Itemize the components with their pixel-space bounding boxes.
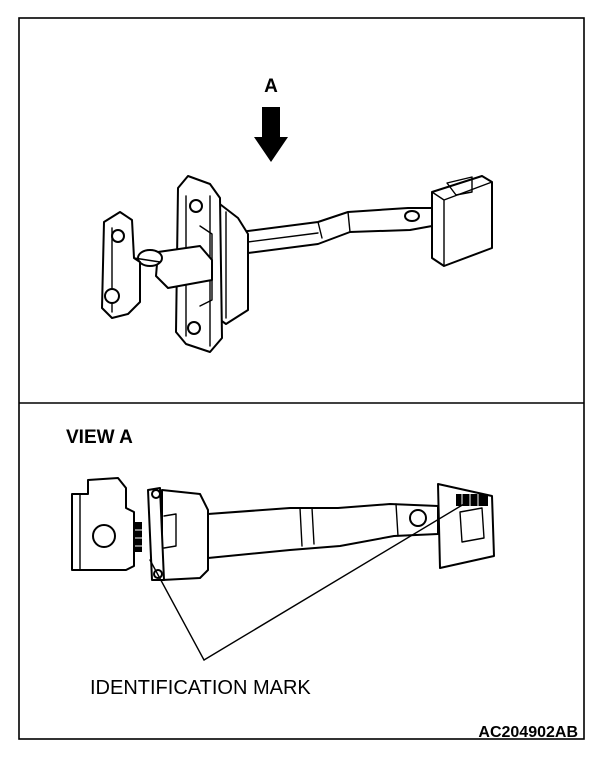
callout-label: IDENTIFICATION MARK [90, 677, 311, 699]
view-arrow-label: A [264, 76, 278, 97]
plate-top-view [147, 487, 165, 581]
view-title: VIEW A [66, 427, 133, 448]
view-direction-arrow: A [254, 76, 288, 162]
bracket-top-view [71, 477, 135, 571]
door-check-top-view [71, 477, 495, 581]
figure-frame [18, 17, 585, 740]
identification-mark-stopper [456, 494, 488, 506]
door-check-isometric [101, 175, 493, 353]
check-arm [239, 207, 433, 255]
case-top-view [161, 489, 209, 581]
stopper-block [431, 175, 493, 267]
reference-code: AC204902AB [478, 724, 578, 741]
callout-leaders [149, 503, 465, 661]
arm-top-view [207, 503, 439, 559]
